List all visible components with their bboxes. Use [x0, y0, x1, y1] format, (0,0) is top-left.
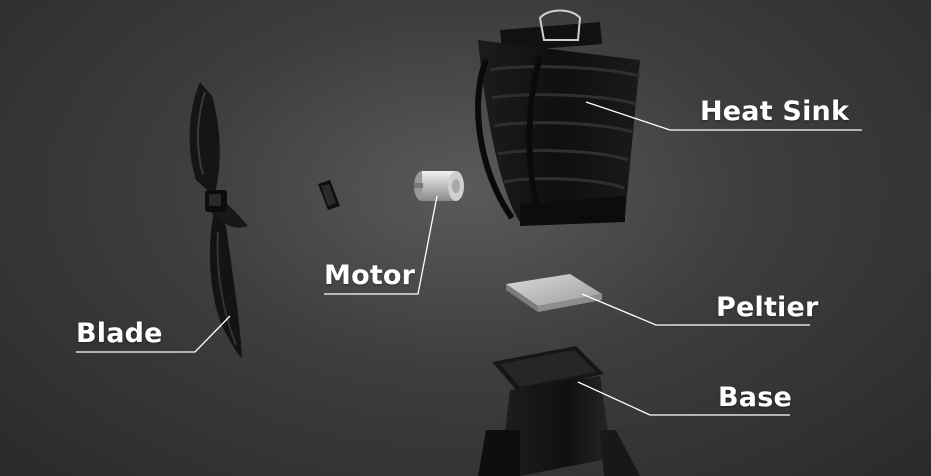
peltier-leader-line [581, 293, 810, 326]
heat-sink-label: Heat Sink [700, 96, 850, 127]
base-part [478, 346, 640, 476]
leader-lines [76, 101, 862, 416]
blade-leader-line [76, 315, 231, 353]
peltier-label: Peltier [716, 292, 819, 323]
motor-part [414, 171, 464, 201]
blade-label: Blade [76, 318, 163, 349]
heat-sink-leader-line [585, 101, 862, 131]
coupler-part [318, 180, 340, 210]
motor-label: Motor [324, 260, 416, 291]
peltier-part [506, 274, 602, 312]
heat-sink-part [475, 9, 641, 226]
base-label: Base [718, 382, 792, 413]
motor-leader-line [324, 195, 438, 295]
base-leader-line [577, 381, 790, 416]
blade-part [189, 82, 248, 358]
